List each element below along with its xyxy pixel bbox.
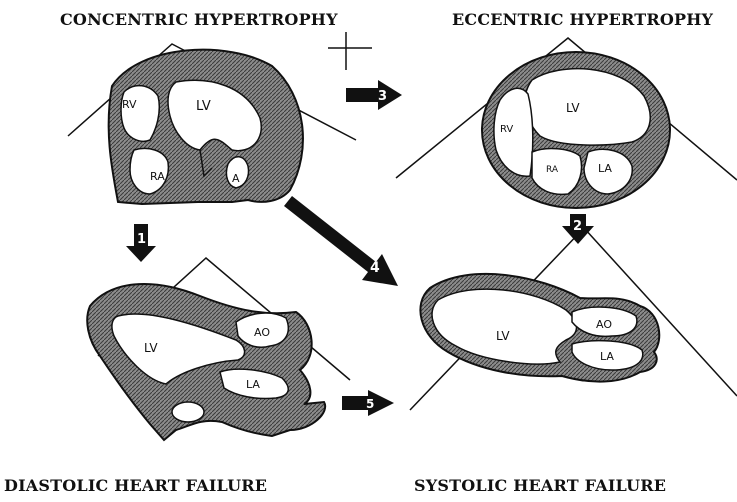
diastolic-la-label: LA (246, 378, 260, 391)
concentric-ra-label: RA (150, 170, 165, 183)
concentric-la-label: A (232, 172, 240, 185)
eccentric-panel: RV LV RA LA (396, 38, 737, 208)
eccentric-ra-label: RA (546, 165, 559, 175)
systolic-ao-label: AO (596, 318, 612, 331)
eccentric-la-label: LA (598, 162, 612, 175)
concentric-lv-label: LV (196, 99, 211, 114)
systolic-lv-label: LV (496, 329, 510, 343)
diastolic-lv-label: LV (144, 341, 158, 355)
eccentric-lv-label: LV (566, 101, 580, 115)
concentric-panel: RV LV RA A (68, 32, 372, 204)
arrow-4: 4 (284, 196, 398, 286)
arrow-2: 2 (562, 214, 594, 244)
diastolic-ra-cavity (172, 402, 204, 422)
concentric-rv-cavity (121, 86, 159, 142)
systolic-la-label: LA (600, 350, 614, 363)
concentric-rv-label: RV (122, 98, 137, 111)
systolic-panel: LV AO LA (410, 228, 737, 410)
arrow-4-shape (284, 196, 398, 286)
arrow-3: 3 (346, 80, 402, 110)
diastolic-ao-label: AO (254, 326, 270, 339)
diastolic-panel: LV AO LA (87, 258, 350, 440)
arrow-1: 1 (126, 224, 156, 262)
arrow-5-number: 5 (366, 397, 374, 411)
eccentric-rv-label: RV (500, 124, 513, 135)
arrow-5: 5 (342, 390, 394, 416)
arrow-1-number: 1 (137, 232, 146, 247)
arrow-2-number: 2 (573, 219, 582, 234)
arrow-3-shape (346, 80, 402, 110)
crosshair-mark (328, 32, 372, 70)
arrow-3-number: 3 (378, 89, 387, 104)
arrow-4-number: 4 (370, 260, 380, 276)
